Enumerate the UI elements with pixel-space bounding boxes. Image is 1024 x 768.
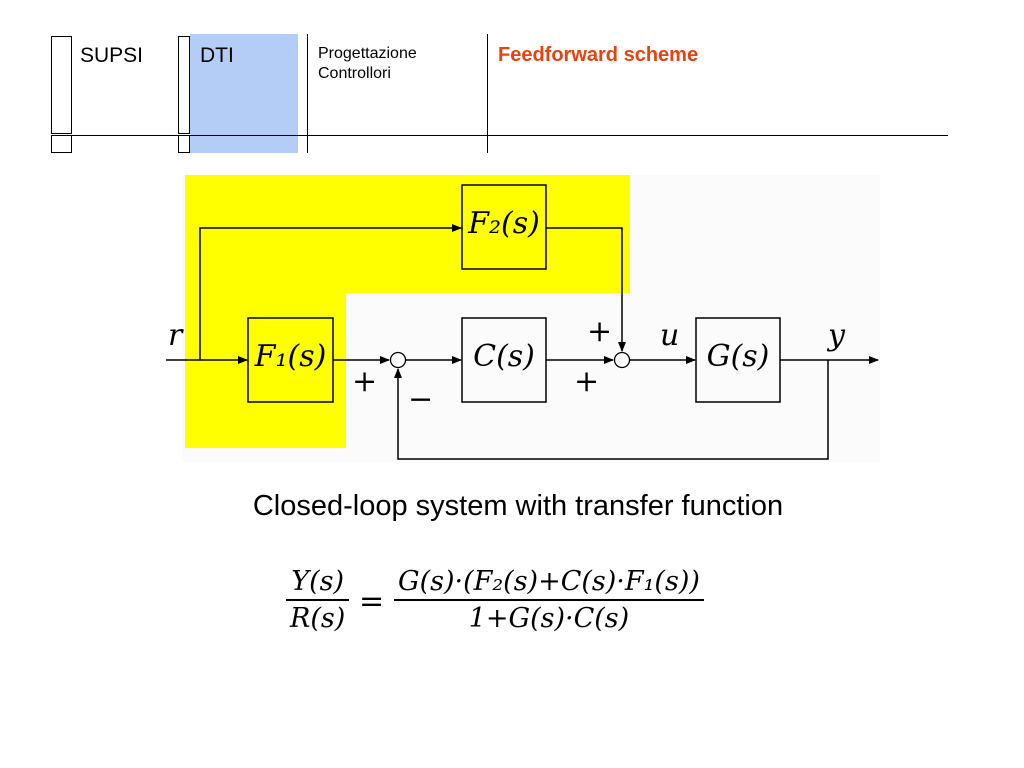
equation-rhs-bar [394,599,704,601]
summing-junction-2 [613,351,631,369]
supsi-label: SUPSI [80,44,144,67]
dti-panel [190,34,298,153]
sum1-ref-sign: + [352,364,378,399]
header-underline [51,135,948,136]
ff-branch-line [199,224,462,360]
slide-title: Feedforward scheme [498,44,699,66]
equation-lhs-numerator: Y(s) [291,566,344,597]
f1-label: F₁(s) [254,339,327,374]
header-mid-box-top [178,36,190,134]
equation-equals: = [359,584,385,619]
header-divider-1 [307,34,308,153]
g-label: G(s) [706,339,770,374]
equation-lhs-bar [286,599,350,601]
sum2-top-sign: + [587,314,613,349]
course-line-1: Progettazione [318,45,417,62]
header-divider-2 [487,34,488,153]
equation-rhs-fraction: G(s)·(F₂(s)+C(s)·F₁(s)) 1+G(s)·C(s) [394,566,704,634]
f2-to-sum2-line [546,227,626,352]
f2-label: F₂(s) [468,206,540,241]
feedforward-highlight [185,175,630,448]
feedback-line [394,360,829,460]
signal-y-label: y [828,318,845,353]
equation-lhs-fraction: Y(s) R(s) [286,566,350,634]
signal-r-label: r [168,318,183,353]
equation-lhs-denominator: R(s) [290,602,346,634]
equation-rhs-numerator: G(s)·(F₂(s)+C(s)·F₁(s)) [398,566,700,597]
signal-u-label: u [660,318,680,353]
dti-label: DTI [200,44,234,67]
sum1-feedback-sign: − [408,382,434,417]
caption-text: Closed-loop system with transfer functio… [252,490,784,522]
course-line-2: Controllori [318,65,391,82]
equation-rhs-denominator: 1+G(s)·C(s) [468,602,630,634]
c-label: C(s) [473,339,535,374]
f2-block [461,184,547,270]
sum2-left-sign: + [574,364,600,399]
summing-junction-1 [389,351,407,369]
header-left-box-top [51,36,72,134]
